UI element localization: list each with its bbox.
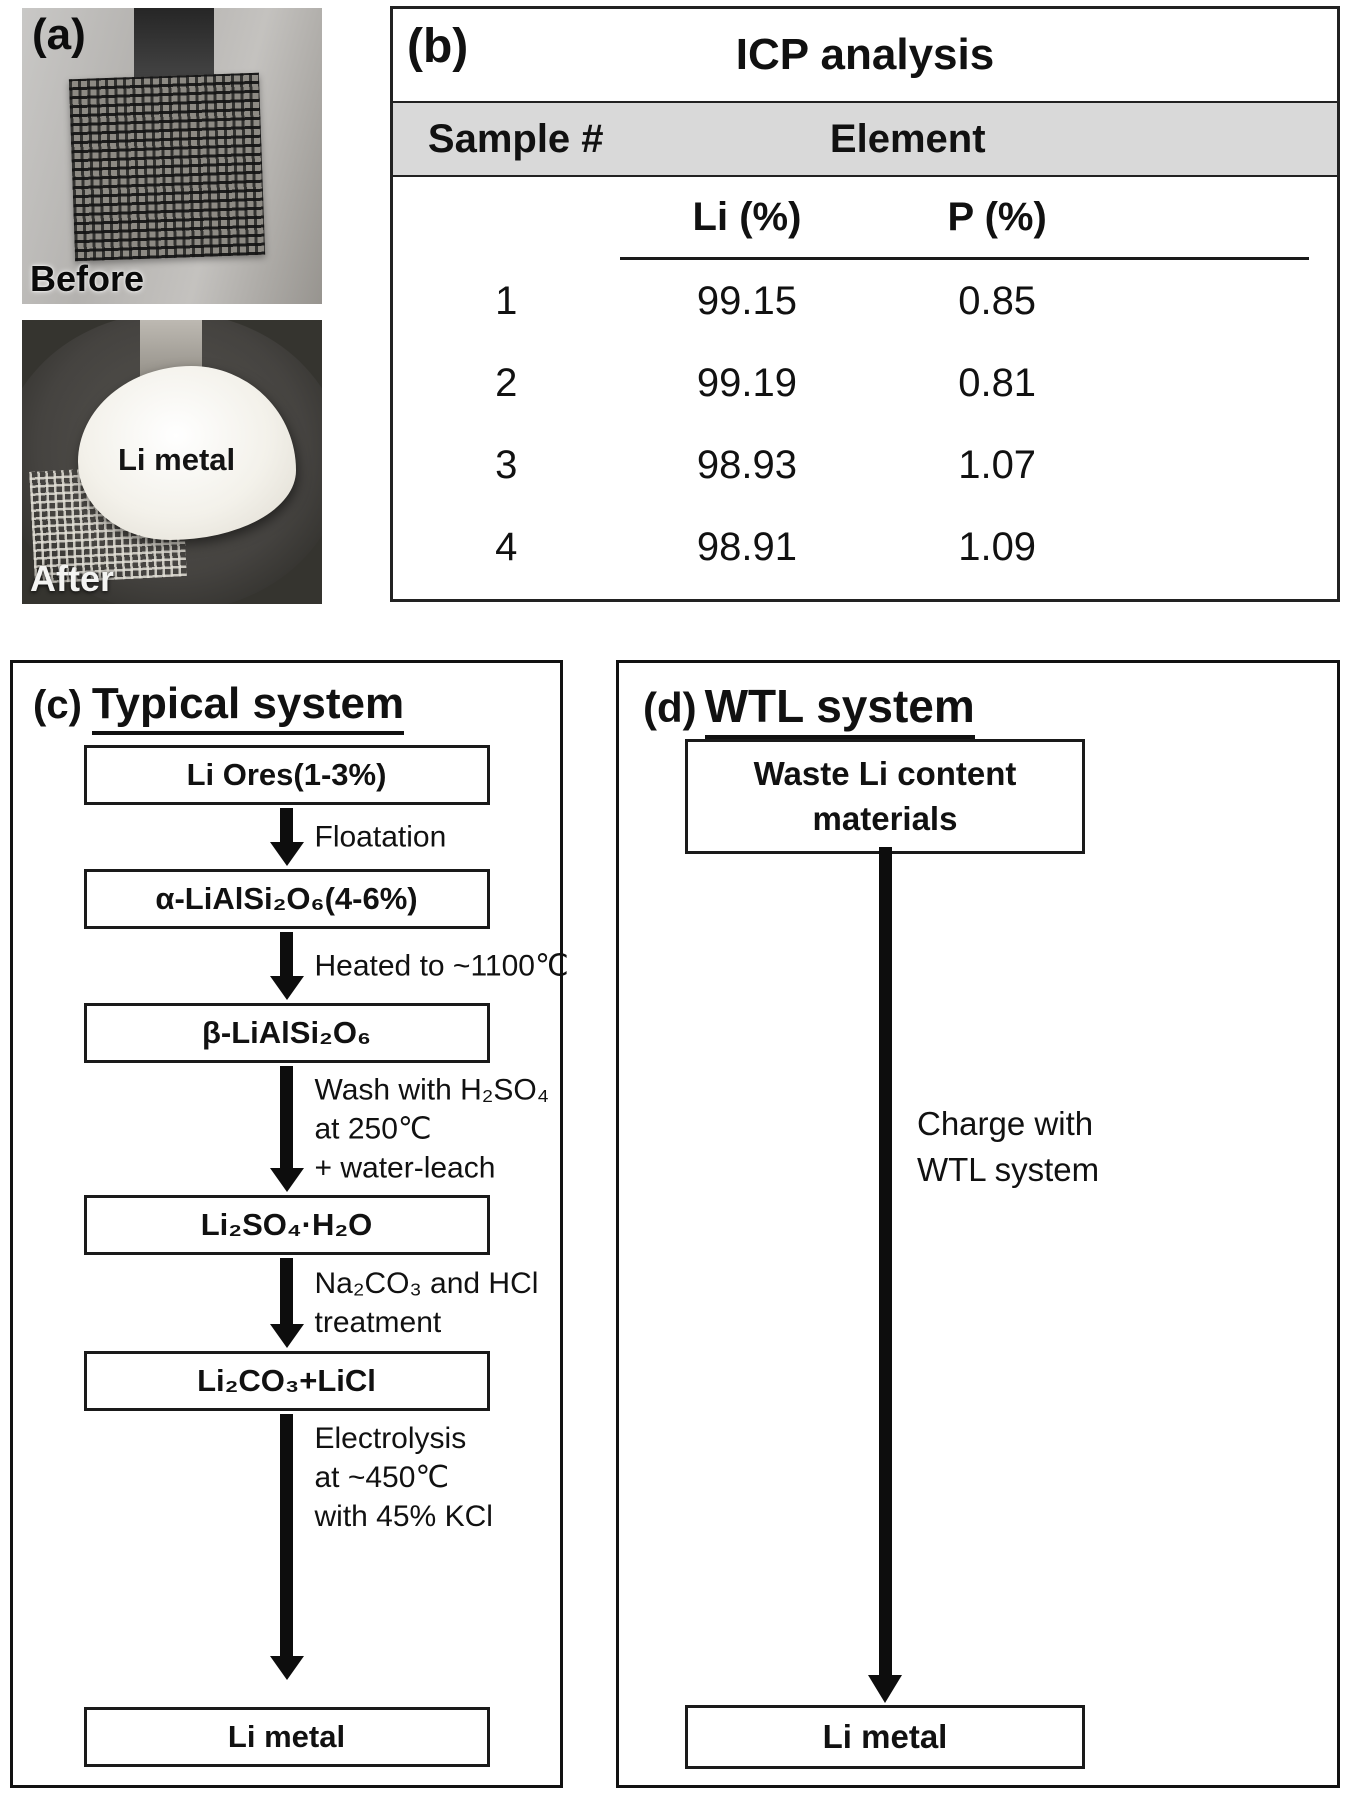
down-arrow-icon [878,847,892,1677]
flow-arrow-step: Na₂CO₃ and HCl treatment [84,1255,538,1351]
cell-p: 1.09 [958,524,1037,569]
cell-li: 98.93 [696,442,798,487]
panel-d-label: (d) [643,684,697,731]
cell-p: 0.85 [958,278,1037,323]
panel-d-wtl-system: (d) WTL system Waste Li content material… [616,660,1340,1788]
flow-box-li-ores: Li Ores(1-3%) [83,745,490,805]
column-header-sample: Sample # [427,116,604,161]
before-caption: Before [30,258,145,299]
flow-box-alpha-spodumene: α-LiAlSi₂O₆(4-6%) [83,869,490,929]
cell-li: 99.19 [696,360,798,405]
table-title-row: (b) ICP analysis [393,9,1337,101]
arrow-label-charge-wtl: Charge with WTL system [917,1105,1100,1189]
cell-sample: 4 [495,524,518,569]
flow-box-li-metal: Li metal [685,1705,1085,1769]
cell-sample: 3 [495,442,518,487]
flow-box-li-metal: Li metal [83,1707,490,1767]
cell-p: 1.07 [958,442,1037,487]
arrow-label-electrolysis: Electrolysis at ~450℃ with 45% KCl [314,1422,493,1533]
panel-c-label: (c) [33,683,82,727]
cell-li: 99.15 [696,278,798,323]
cell-sample: 1 [495,278,518,323]
down-arrow-icon [269,1414,304,1680]
arrow-label-heated: Heated to ~1100℃ [314,949,569,983]
table-title: ICP analysis [735,30,995,79]
table-subheader-row: Li (%) P (%) [393,177,1337,257]
typical-system-flow: Li Ores(1-3%) Floatation α-LiAlSi₂O₆(4-6… [13,745,569,1785]
table-row: 1 99.15 0.85 [393,260,1337,342]
column-subheader-li: Li (%) [692,194,802,239]
flow-box-lithium-carbonate: Li₂CO₃+LiCl [83,1351,490,1411]
down-arrow-icon [269,932,304,1000]
after-caption: After [30,558,115,599]
arrow-label-treatment: Na₂CO₃ and HCl treatment [314,1267,539,1339]
table-row: 3 98.93 1.07 [393,424,1337,506]
down-arrow-icon [269,1066,304,1192]
panel-c-title: Typical system [91,679,405,735]
metal-mesh-icon [68,72,266,262]
subheader-underline [619,257,1309,260]
flow-arrow-step: Heated to ~1100℃ [84,929,569,1003]
cell-sample: 2 [495,360,518,405]
panel-a-label: (a) [32,10,86,59]
table-header-row: Sample # Element [393,101,1337,177]
column-subheader-p: P (%) [947,194,1047,239]
flow-arrow-step: Electrolysis at ~450℃ with 45% KCl [84,1411,493,1683]
column-header-element: Element [829,116,986,161]
panel-b-label: (b) [407,20,469,73]
cell-p: 0.81 [958,360,1037,405]
panel-a-before-photo: (a) Before [22,8,322,304]
flow-box-beta-spodumene: β-LiAlSi₂O₆ [83,1003,490,1063]
panel-a-after-photo: Li metal After [22,320,322,604]
arrow-label-wash: Wash with H₂SO₄ at 250℃ + water-leach [314,1073,550,1185]
panel-b-icp-table: (b) ICP analysis Sample # Element Li (%)… [390,6,1340,602]
down-arrow-icon [269,1258,304,1348]
panel-d-title: WTL system [704,679,975,739]
arrow-label-floatation: Floatation [314,820,447,854]
table-row: 4 98.91 1.09 [393,506,1337,588]
cell-li: 98.91 [696,524,798,569]
down-arrow-icon [269,808,304,866]
flow-arrow-step: Floatation [84,805,490,869]
flow-box-waste-li-materials: Waste Li content materials [685,739,1085,855]
panel-d-title-row: (d) WTL system [643,679,975,739]
li-metal-deposit-icon [78,366,296,540]
down-arrow-head-icon [868,1675,902,1703]
flow-arrow-step: Wash with H₂SO₄ at 250℃ + water-leach [84,1063,549,1195]
flow-box-lithium-sulfate: Li₂SO₄·H₂O [83,1195,490,1255]
panel-c-typical-system: (c) Typical system Li Ores(1-3%) Floatat… [10,660,569,1788]
li-metal-annotation: Li metal [118,442,236,477]
table-row: 2 99.19 0.81 [393,342,1337,424]
panel-c-title-row: (c) Typical system [33,679,560,735]
